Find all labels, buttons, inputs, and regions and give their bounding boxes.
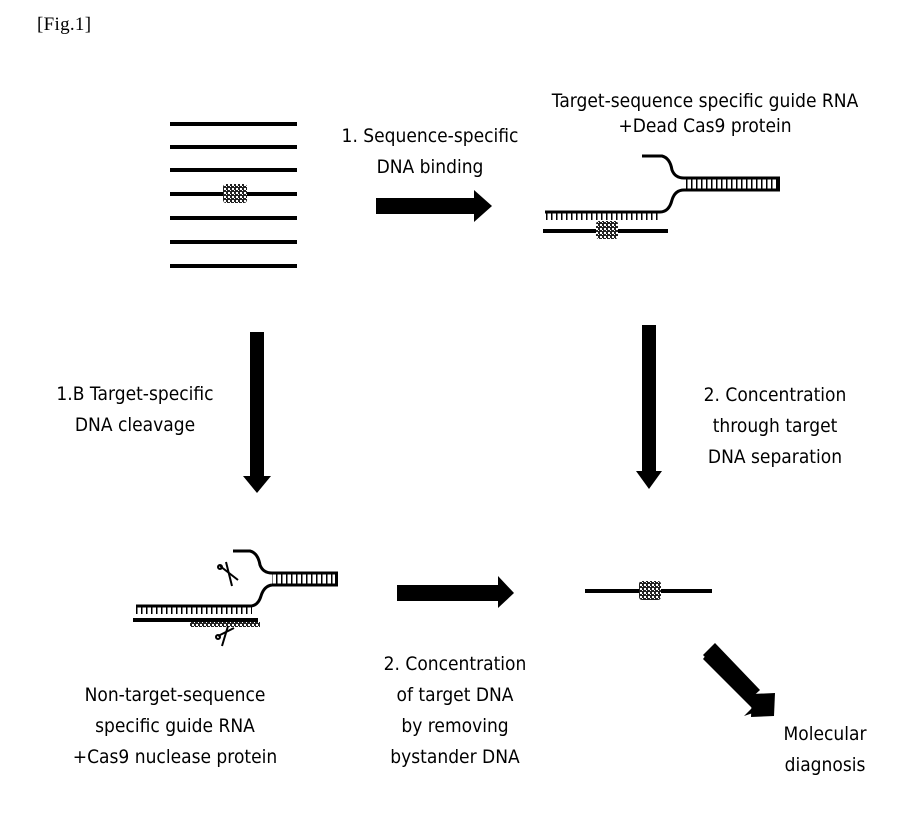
guide-rna-dead-cas9-icon xyxy=(543,156,780,239)
dna-strand xyxy=(170,168,297,172)
arrow-right-icon xyxy=(397,576,514,608)
dna-strand xyxy=(170,216,297,220)
target-sequence-marker-icon xyxy=(223,184,247,203)
arrow-right-icon xyxy=(376,190,492,222)
dna-strand xyxy=(170,145,297,149)
arrow-diagonal-icon xyxy=(703,643,775,717)
arrow-down-icon xyxy=(636,325,662,489)
guide-rna-cas9-nuclease-icon xyxy=(133,551,338,646)
dna-strand xyxy=(170,240,297,244)
dna-pool-icon xyxy=(170,122,297,268)
dna-strand xyxy=(170,122,297,126)
scissors-icon xyxy=(218,562,238,586)
dna-strand xyxy=(170,264,297,268)
scissors-icon xyxy=(216,626,234,646)
arrow-down-icon xyxy=(243,332,271,493)
target-dna-icon xyxy=(585,581,712,600)
